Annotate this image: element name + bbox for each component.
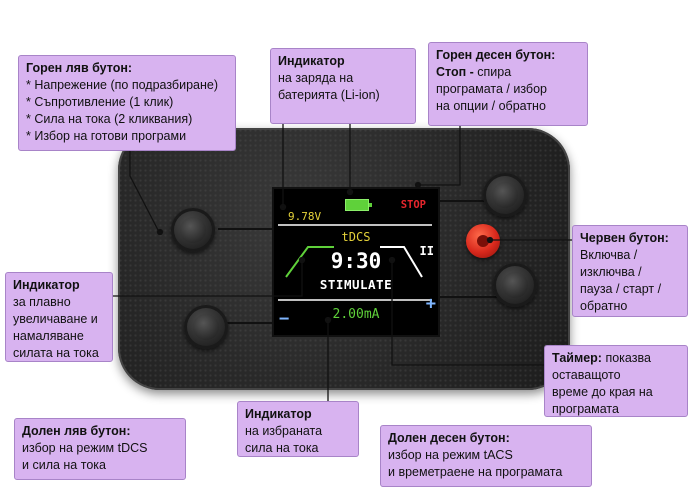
callout-line: увеличаване и xyxy=(13,312,98,326)
bottom-left-button[interactable] xyxy=(184,305,228,349)
callout-bottom-right-button: Долен десен бутон: избор на режим tACS и… xyxy=(380,425,592,487)
callout-line: изключва / xyxy=(580,265,642,279)
callout-ramp-indicator: Индикатор за плавно увеличаване и намаля… xyxy=(5,272,113,362)
callout-top-right-button: Горен десен бутон: Стоп - спира програма… xyxy=(428,42,588,126)
pause-icon: II xyxy=(419,244,434,258)
callout-line: * Съпротивление (1 клик) xyxy=(26,95,174,109)
callout-title: Индикатор xyxy=(245,407,312,421)
callout-red-button: Червен бутон: Включва / изключва / пауза… xyxy=(572,225,688,317)
callout-title: Червен бутон: xyxy=(580,231,669,245)
timer-readout: 9:30 xyxy=(330,249,382,273)
callout-line: програмата xyxy=(552,402,619,416)
callout-line: батерията (Li-ion) xyxy=(278,88,380,102)
plus-icon: + xyxy=(425,294,436,314)
callout-title: Горен ляв бутон: xyxy=(26,61,133,75)
callout-line: показва xyxy=(601,351,651,365)
callout-line: на заряда на xyxy=(278,71,354,85)
callout-battery-indicator: Индикатор на заряда на батерията (Li-ion… xyxy=(270,48,416,124)
callout-line: и сила на тока xyxy=(22,458,106,472)
red-power-button[interactable] xyxy=(466,224,500,258)
callout-line: програмата / избор xyxy=(436,82,547,96)
callout-title: Индикатор xyxy=(13,278,80,292)
callout-title: Долен десен бутон: xyxy=(388,431,510,445)
groove-bottom-left xyxy=(226,322,272,324)
stop-prefix: Стоп - xyxy=(436,65,474,79)
bottom-right-button[interactable] xyxy=(493,263,537,307)
callout-line: намаляване xyxy=(13,329,84,343)
callout-line: на избраната xyxy=(245,424,323,438)
callout-line: силата на тока xyxy=(13,346,99,360)
callout-line: * Сила на тока (2 кликвания) xyxy=(26,112,193,126)
callout-timer: Таймер: показва оставащото време до края… xyxy=(544,345,688,417)
top-right-button[interactable] xyxy=(483,173,527,217)
groove-top-right xyxy=(440,200,496,202)
callout-line: време до края на xyxy=(552,385,653,399)
callout-line: обратно xyxy=(580,299,628,313)
status-label: STIMULATE xyxy=(319,277,393,292)
callout-title: Индикатор xyxy=(278,54,345,68)
groove-top-left xyxy=(218,228,272,230)
battery-icon xyxy=(345,199,372,211)
callout-line: на опции / обратно xyxy=(436,99,546,113)
top-left-button[interactable] xyxy=(171,208,215,252)
callout-title: Таймер: xyxy=(552,351,602,365)
callout-line: оставащото xyxy=(552,368,621,382)
callout-top-left-button: Горен ляв бутон: * Напрежение (по подраз… xyxy=(18,55,236,151)
callout-line: * Напрежение (по подразбиране) xyxy=(26,78,218,92)
callout-line: и времетраене на програмата xyxy=(388,465,563,479)
callout-line: Включва / xyxy=(580,248,638,262)
callout-current-indicator: Индикатор на избраната сила на тока xyxy=(237,401,359,457)
screen-frame-lines xyxy=(278,224,432,301)
callout-line: пауза / старт / xyxy=(580,282,662,296)
mode-label: tDCS xyxy=(341,230,371,244)
callout-line: за плавно xyxy=(13,295,71,309)
callout-line: спира xyxy=(473,65,512,79)
voltage-readout: 9.78V xyxy=(288,210,322,223)
callout-line: * Избор на готови програми xyxy=(26,129,187,143)
callout-line: избор на режим tACS xyxy=(388,448,513,462)
groove-bottom-right xyxy=(440,296,504,298)
callout-title: Долен ляв бутон: xyxy=(22,424,131,438)
callout-line: сила на тока xyxy=(245,441,319,455)
current-readout: 2.00mA xyxy=(332,307,380,322)
minus-icon: − xyxy=(279,309,290,329)
callout-bottom-left-button: Долен ляв бутон: избор на режим tDCS и с… xyxy=(14,418,186,480)
callout-line: избор на режим tDCS xyxy=(22,441,148,455)
callout-title: Горен десен бутон: xyxy=(436,48,556,62)
stop-label: STOP xyxy=(400,199,426,211)
